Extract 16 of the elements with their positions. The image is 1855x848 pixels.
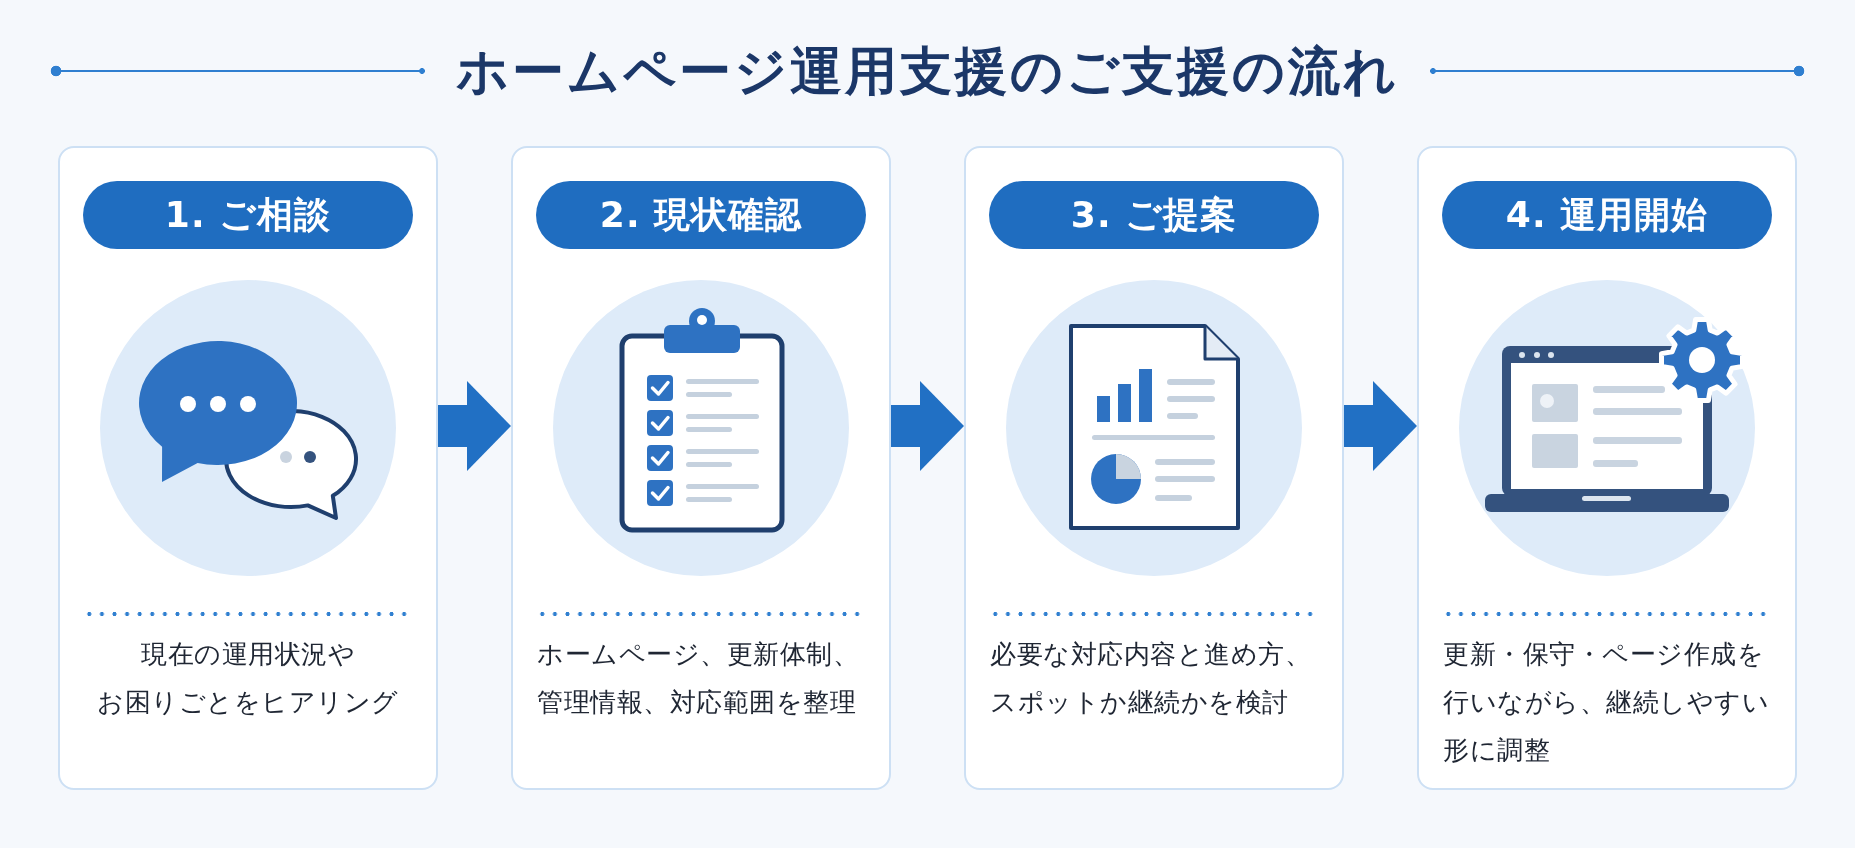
step-description: ホームページ、更新体制、管理情報、対応範囲を整理 xyxy=(537,638,860,719)
arrow xyxy=(891,381,964,471)
step-card xyxy=(964,146,1344,790)
step-description: 現在の運用状況やお困りごとをヒアリング xyxy=(96,638,400,719)
step-card xyxy=(58,146,438,790)
step-heading: 4. 運用開始 xyxy=(1442,181,1772,249)
step-card xyxy=(1417,146,1797,790)
step-description: 必要な対応内容と進め方、スポットか継続かを検討 xyxy=(990,638,1312,719)
step-description: 更新・保守・ページ作成を行いながら、継続しやすい形に調整 xyxy=(1443,638,1770,767)
arrow xyxy=(1344,381,1417,471)
diagram-title: ホームページ運用支援のご支援の流れ xyxy=(456,39,1399,103)
arrow xyxy=(438,381,511,471)
step-card xyxy=(511,146,891,790)
step-heading: 3. ご提案 xyxy=(989,181,1319,249)
step-heading: 1. ご相談 xyxy=(83,181,413,249)
step-heading: 2. 現状確認 xyxy=(536,181,866,249)
